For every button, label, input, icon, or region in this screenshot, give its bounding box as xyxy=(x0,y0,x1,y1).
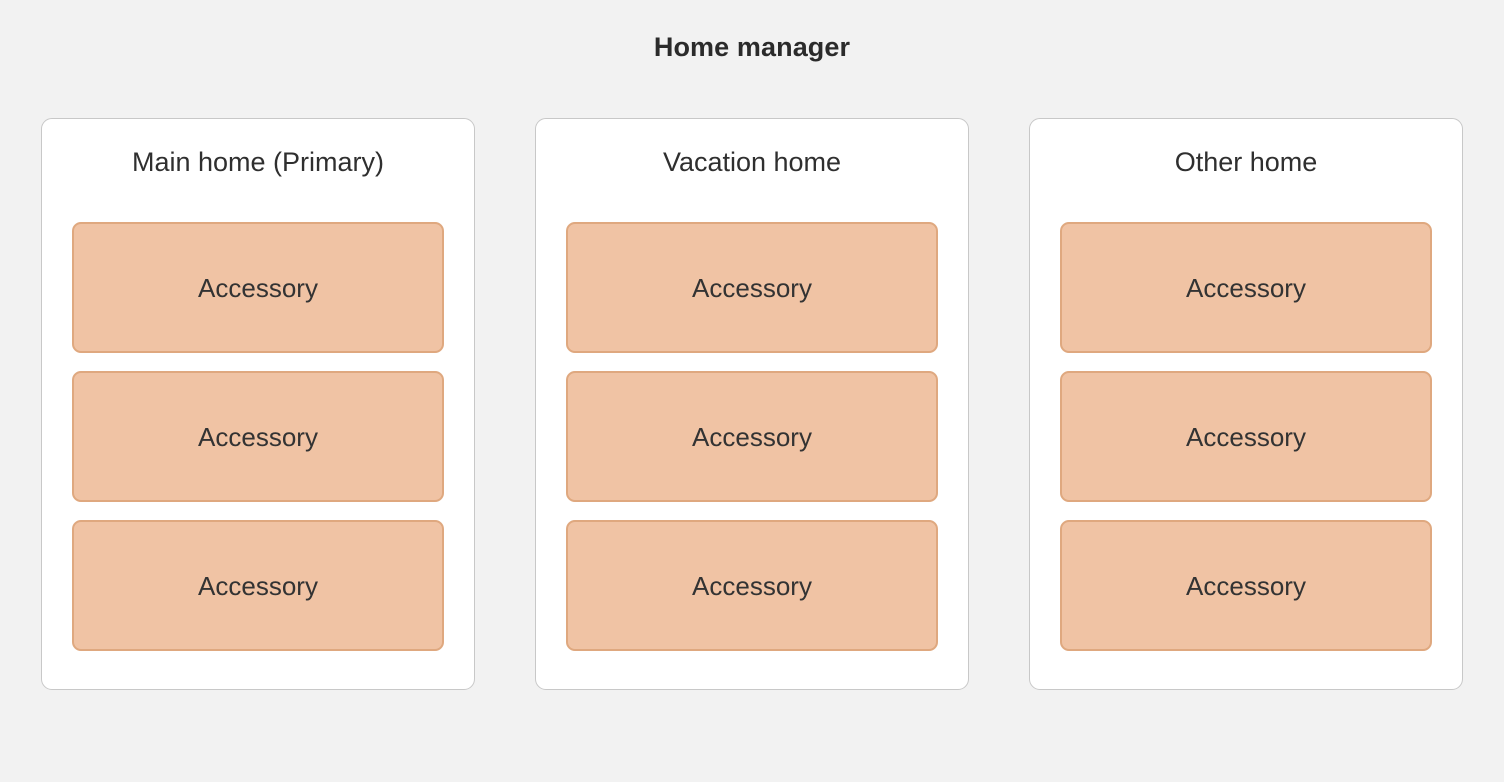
accessory-label: Accessory xyxy=(692,272,812,303)
accessory-label: Accessory xyxy=(692,570,812,601)
accessory-tile[interactable]: Accessory xyxy=(72,222,444,353)
accessory-tile[interactable]: Accessory xyxy=(72,520,444,651)
accessory-label: Accessory xyxy=(692,421,812,452)
accessory-tile[interactable]: Accessory xyxy=(1060,222,1432,353)
accessory-label: Accessory xyxy=(198,570,318,601)
accessory-tile[interactable]: Accessory xyxy=(566,222,938,353)
accessory-tile[interactable]: Accessory xyxy=(566,520,938,651)
home-card-main-home[interactable]: Main home (Primary) Accessory Accessory … xyxy=(41,118,475,690)
accessory-label: Accessory xyxy=(1186,421,1306,452)
accessory-label: Accessory xyxy=(198,421,318,452)
accessory-list: Accessory Accessory Accessory xyxy=(1060,222,1432,651)
accessory-tile[interactable]: Accessory xyxy=(566,371,938,502)
home-card-title: Other home xyxy=(1174,147,1318,177)
accessory-label: Accessory xyxy=(1186,272,1306,303)
home-card-vacation-home[interactable]: Vacation home Accessory Accessory Access… xyxy=(535,118,969,690)
accessory-tile[interactable]: Accessory xyxy=(72,371,444,502)
accessory-tile[interactable]: Accessory xyxy=(1060,520,1432,651)
home-card-title: Vacation home xyxy=(662,147,842,177)
accessory-list: Accessory Accessory Accessory xyxy=(566,222,938,651)
accessory-label: Accessory xyxy=(1186,570,1306,601)
home-card-other-home[interactable]: Other home Accessory Accessory Accessory xyxy=(1029,118,1463,690)
homes-row: Main home (Primary) Accessory Accessory … xyxy=(41,118,1463,690)
page-title: Home manager xyxy=(653,32,851,62)
accessory-label: Accessory xyxy=(198,272,318,303)
home-card-title: Main home (Primary) xyxy=(131,147,385,177)
accessory-tile[interactable]: Accessory xyxy=(1060,371,1432,502)
accessory-list: Accessory Accessory Accessory xyxy=(72,222,444,651)
